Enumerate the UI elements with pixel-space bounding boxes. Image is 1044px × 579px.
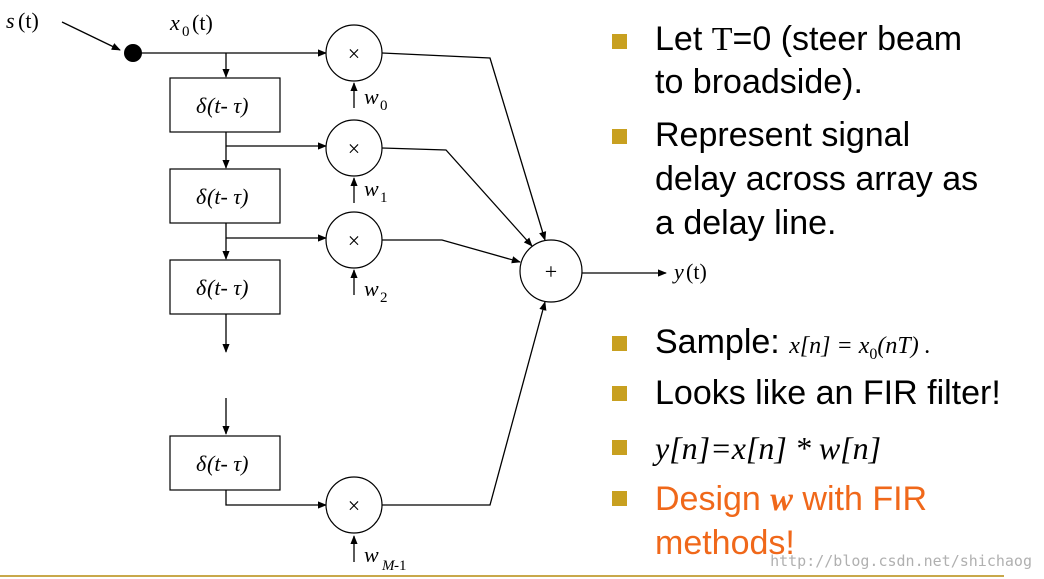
svg-text:Looks like an FIR filter!: Looks like an FIR filter!: [655, 374, 1001, 412]
bullet-item-6: Design w with FIR methods!: [612, 480, 927, 562]
watermark: http://blog.csdn.net/shichaog: [770, 552, 1032, 570]
svg-text:×: ×: [348, 136, 360, 161]
svg-text:0: 0: [182, 24, 190, 40]
svg-text:+: +: [545, 259, 557, 284]
svg-text:delay across array as: delay across array as: [655, 160, 978, 198]
svg-text:0: 0: [380, 98, 388, 114]
svg-text:Let T=0 (steer beam: Let T=0 (steer beam: [655, 20, 962, 58]
svg-text:x: x: [169, 10, 180, 35]
svg-text:w: w: [364, 542, 379, 567]
svg-text:Represent signal: Represent signal: [655, 116, 910, 154]
weight-label-0: w 0: [364, 84, 388, 114]
svg-text:to broadside).: to broadside).: [655, 63, 863, 101]
svg-text:δ: δ: [196, 184, 207, 209]
svg-text:w: w: [364, 176, 379, 201]
bullet-item-5: y[n]=x[n] * w[n]: [612, 430, 881, 466]
delay-label-3: δ (t- τ): [196, 275, 248, 300]
weight-label-2: w 2: [364, 276, 388, 306]
svg-text:y[n]=x[n] * w[n]: y[n]=x[n] * w[n]: [652, 430, 881, 466]
svg-text:(t- τ): (t- τ): [207, 184, 248, 209]
svg-text:y: y: [672, 259, 684, 284]
svg-text:(t): (t): [18, 8, 39, 33]
svg-text:M: M: [381, 558, 396, 574]
svg-text:s: s: [6, 8, 15, 33]
input-s-label: s (t): [6, 8, 39, 33]
bullet-item-3: Sample: x[n] = x0(nT) .: [612, 323, 931, 363]
multiplier-0: ×: [325, 24, 383, 82]
sum-input-m: [382, 301, 547, 506]
svg-text:1: 1: [380, 190, 388, 206]
bullet-square: [612, 129, 627, 144]
delay-box-1: [169, 77, 281, 133]
svg-text:(t- τ): (t- τ): [207, 451, 248, 476]
bullet-item-2: Represent signal delay across array as a…: [612, 116, 978, 242]
multiplier-m: ×: [325, 476, 383, 534]
weight-label-1: w 1: [364, 176, 388, 206]
weight-label-m: w M -1: [364, 542, 407, 574]
bullet-item-4: Looks like an FIR filter!: [612, 374, 1001, 412]
svg-text:(t- τ): (t- τ): [207, 275, 248, 300]
output-label: y (t): [672, 259, 707, 284]
svg-text:w: w: [364, 84, 379, 109]
svg-text:Sample: x[n] = x0(nT) .: Sample: x[n] = x0(nT) .: [655, 323, 931, 363]
svg-text:(t): (t): [686, 259, 707, 284]
bullet-item-1: Let T=0 (steer beam to broadside).: [612, 20, 962, 101]
svg-text:(t): (t): [192, 10, 213, 35]
sum-input-1: [381, 147, 533, 247]
bullet-list: Let T=0 (steer beam to broadside). Repre…: [612, 20, 1001, 562]
svg-text:×: ×: [348, 493, 360, 518]
svg-text:×: ×: [348, 228, 360, 253]
delay-box-4: [169, 435, 281, 491]
svg-text:Design w with FIR: Design w with FIR: [655, 480, 927, 518]
svg-text:×: ×: [348, 41, 360, 66]
bullet-square: [612, 386, 627, 401]
tapM-line: [225, 490, 327, 509]
summer: +: [519, 239, 583, 303]
svg-text:δ: δ: [196, 93, 207, 118]
svg-text:(t- τ): (t- τ): [207, 93, 248, 118]
multiplier-1: ×: [325, 119, 383, 177]
input-arrow: [61, 21, 121, 51]
svg-text:δ: δ: [196, 275, 207, 300]
svg-text:-1: -1: [394, 558, 407, 574]
delay-box-2: [169, 168, 281, 224]
delay-box-3: [169, 259, 281, 315]
svg-text:a delay line.: a delay line.: [655, 204, 836, 242]
delay-label-2: δ (t- τ): [196, 184, 248, 209]
bullet-square: [612, 491, 627, 506]
delay-label-4: δ (t- τ): [196, 451, 248, 476]
svg-text:methods!: methods!: [655, 524, 795, 562]
svg-text:2: 2: [380, 290, 388, 306]
svg-text:w: w: [364, 276, 379, 301]
bullet-square: [612, 440, 627, 455]
sum-input-2: [382, 239, 521, 264]
sum-input-0: [381, 52, 547, 241]
svg-text:δ: δ: [196, 451, 207, 476]
bullet-square: [612, 336, 627, 351]
x0-label: x 0 (t): [169, 10, 213, 40]
multiplier-2: ×: [325, 211, 383, 269]
delay-label-1: δ (t- τ): [196, 93, 248, 118]
bullet-square: [612, 34, 627, 49]
